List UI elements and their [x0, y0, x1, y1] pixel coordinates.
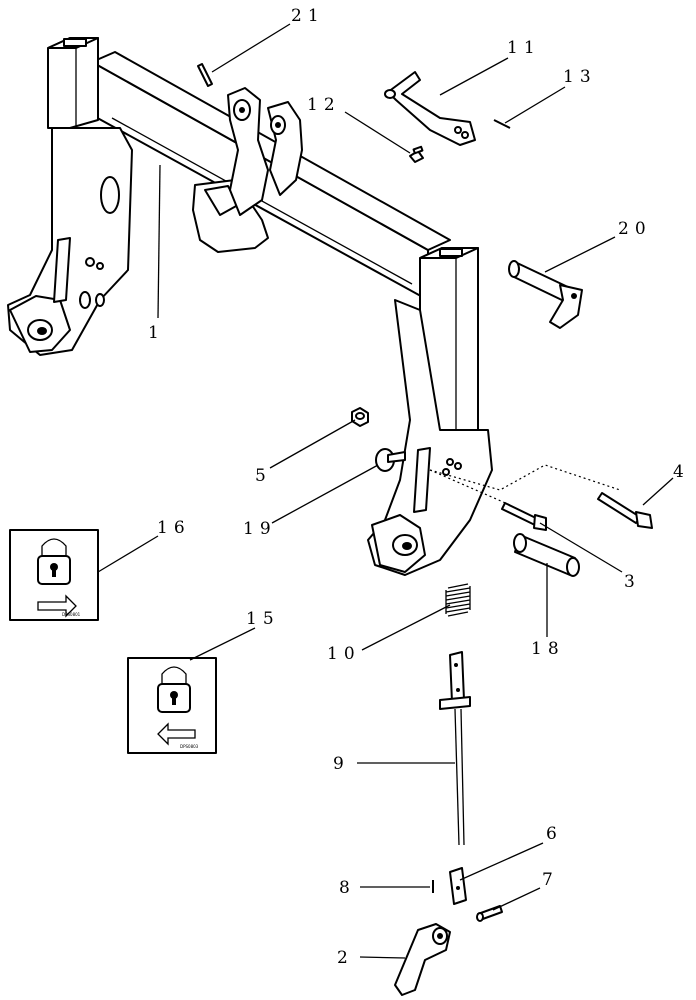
callout-7: 7 — [542, 870, 559, 890]
callout-16: 16 — [157, 518, 191, 538]
callout-20: 20 — [618, 219, 652, 239]
handle-2 — [394, 923, 451, 996]
callout-3: 3 — [624, 572, 641, 592]
roll-pin-21 — [197, 63, 213, 87]
linch-pin-19 — [375, 448, 406, 472]
callout-1: 1 — [148, 323, 165, 343]
bolt-3 — [501, 502, 547, 531]
callout-4: 4 — [673, 462, 690, 482]
decal-16-lock-right: DPS0801 — [9, 529, 99, 621]
callout-9: 9 — [333, 754, 350, 774]
nut-5 — [351, 407, 369, 427]
callout-6: 6 — [546, 824, 563, 844]
callout-15: 15 — [246, 609, 280, 629]
latch-pin-20 — [508, 260, 583, 329]
clevis-6 — [449, 867, 467, 905]
decal-15-lock-left: DPS0803 — [127, 657, 217, 754]
callout-labels: 21 11 13 12 20 1 5 19 4 3 18 16 15 10 9 … — [148, 6, 690, 968]
callout-18: 18 — [531, 639, 565, 659]
leader-lines — [97, 23, 674, 959]
callout-12: 12 — [307, 95, 341, 115]
callout-5: 5 — [255, 466, 272, 486]
callout-2: 2 — [337, 948, 354, 968]
pin-13 — [493, 119, 511, 129]
callout-13: 13 — [563, 67, 597, 87]
rod-9 — [439, 651, 471, 846]
latch-handle-11 — [384, 71, 476, 146]
quick-hitch-frame — [7, 37, 493, 576]
callout-19: 19 — [243, 519, 277, 539]
pin-18 — [513, 533, 580, 577]
clevis-pin-12 — [409, 145, 424, 163]
bolt-4 — [597, 492, 653, 529]
callout-8: 8 — [339, 878, 356, 898]
decal-15-code: DPS0803 — [180, 744, 199, 749]
callout-10: 10 — [327, 644, 361, 664]
pin-7 — [476, 905, 503, 922]
decal-16-code: DPS0801 — [62, 612, 81, 617]
callout-21: 21 — [291, 6, 325, 26]
spring-10 — [445, 583, 471, 617]
callout-11: 11 — [507, 38, 541, 58]
